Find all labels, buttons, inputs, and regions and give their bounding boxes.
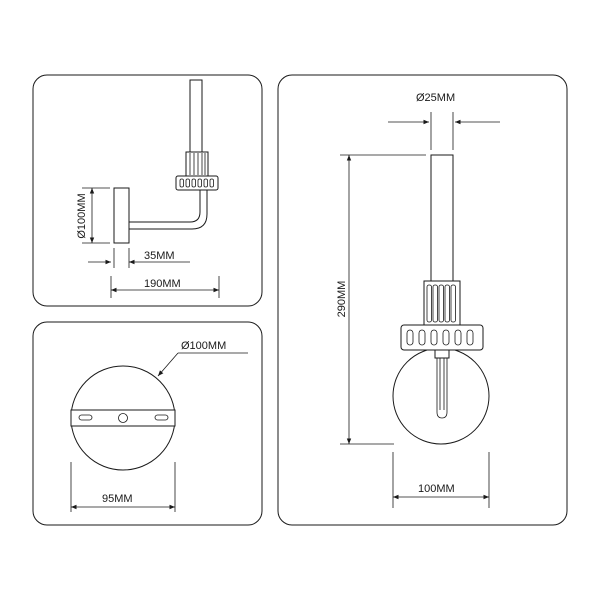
rod-diameter-dimension: Ø25MM <box>388 92 500 150</box>
side-length-dimension: 190MM <box>110 276 220 298</box>
mounting-plate-panel <box>32 321 263 526</box>
total-height-dimension: 290MM <box>336 154 426 445</box>
side-view-panel <box>32 74 263 307</box>
plate-diameter-dimension: Ø100MM <box>157 340 248 377</box>
mounting-plate-drawing <box>70 365 176 471</box>
globe-width-dimension: 100MM <box>392 452 490 508</box>
side-height-label: Ø100MM <box>76 193 88 238</box>
plate-diameter-label: Ø100MM <box>181 340 226 352</box>
plate-width-dimension: 95MM <box>70 462 176 512</box>
side-offset-dimension: 35MM <box>88 248 190 268</box>
side-offset-label: 35MM <box>144 250 175 262</box>
front-view-panel <box>277 74 568 526</box>
globe-width-label: 100MM <box>418 483 455 495</box>
total-height-label: 290MM <box>336 281 348 318</box>
rod-diameter-label: Ø25MM <box>416 92 455 104</box>
side-length-label: 190MM <box>144 278 181 290</box>
side-height-dimension: Ø100MM <box>76 187 110 244</box>
front-view-drawing <box>392 154 490 445</box>
plate-width-label: 95MM <box>102 493 133 505</box>
side-view-drawing <box>113 79 219 244</box>
